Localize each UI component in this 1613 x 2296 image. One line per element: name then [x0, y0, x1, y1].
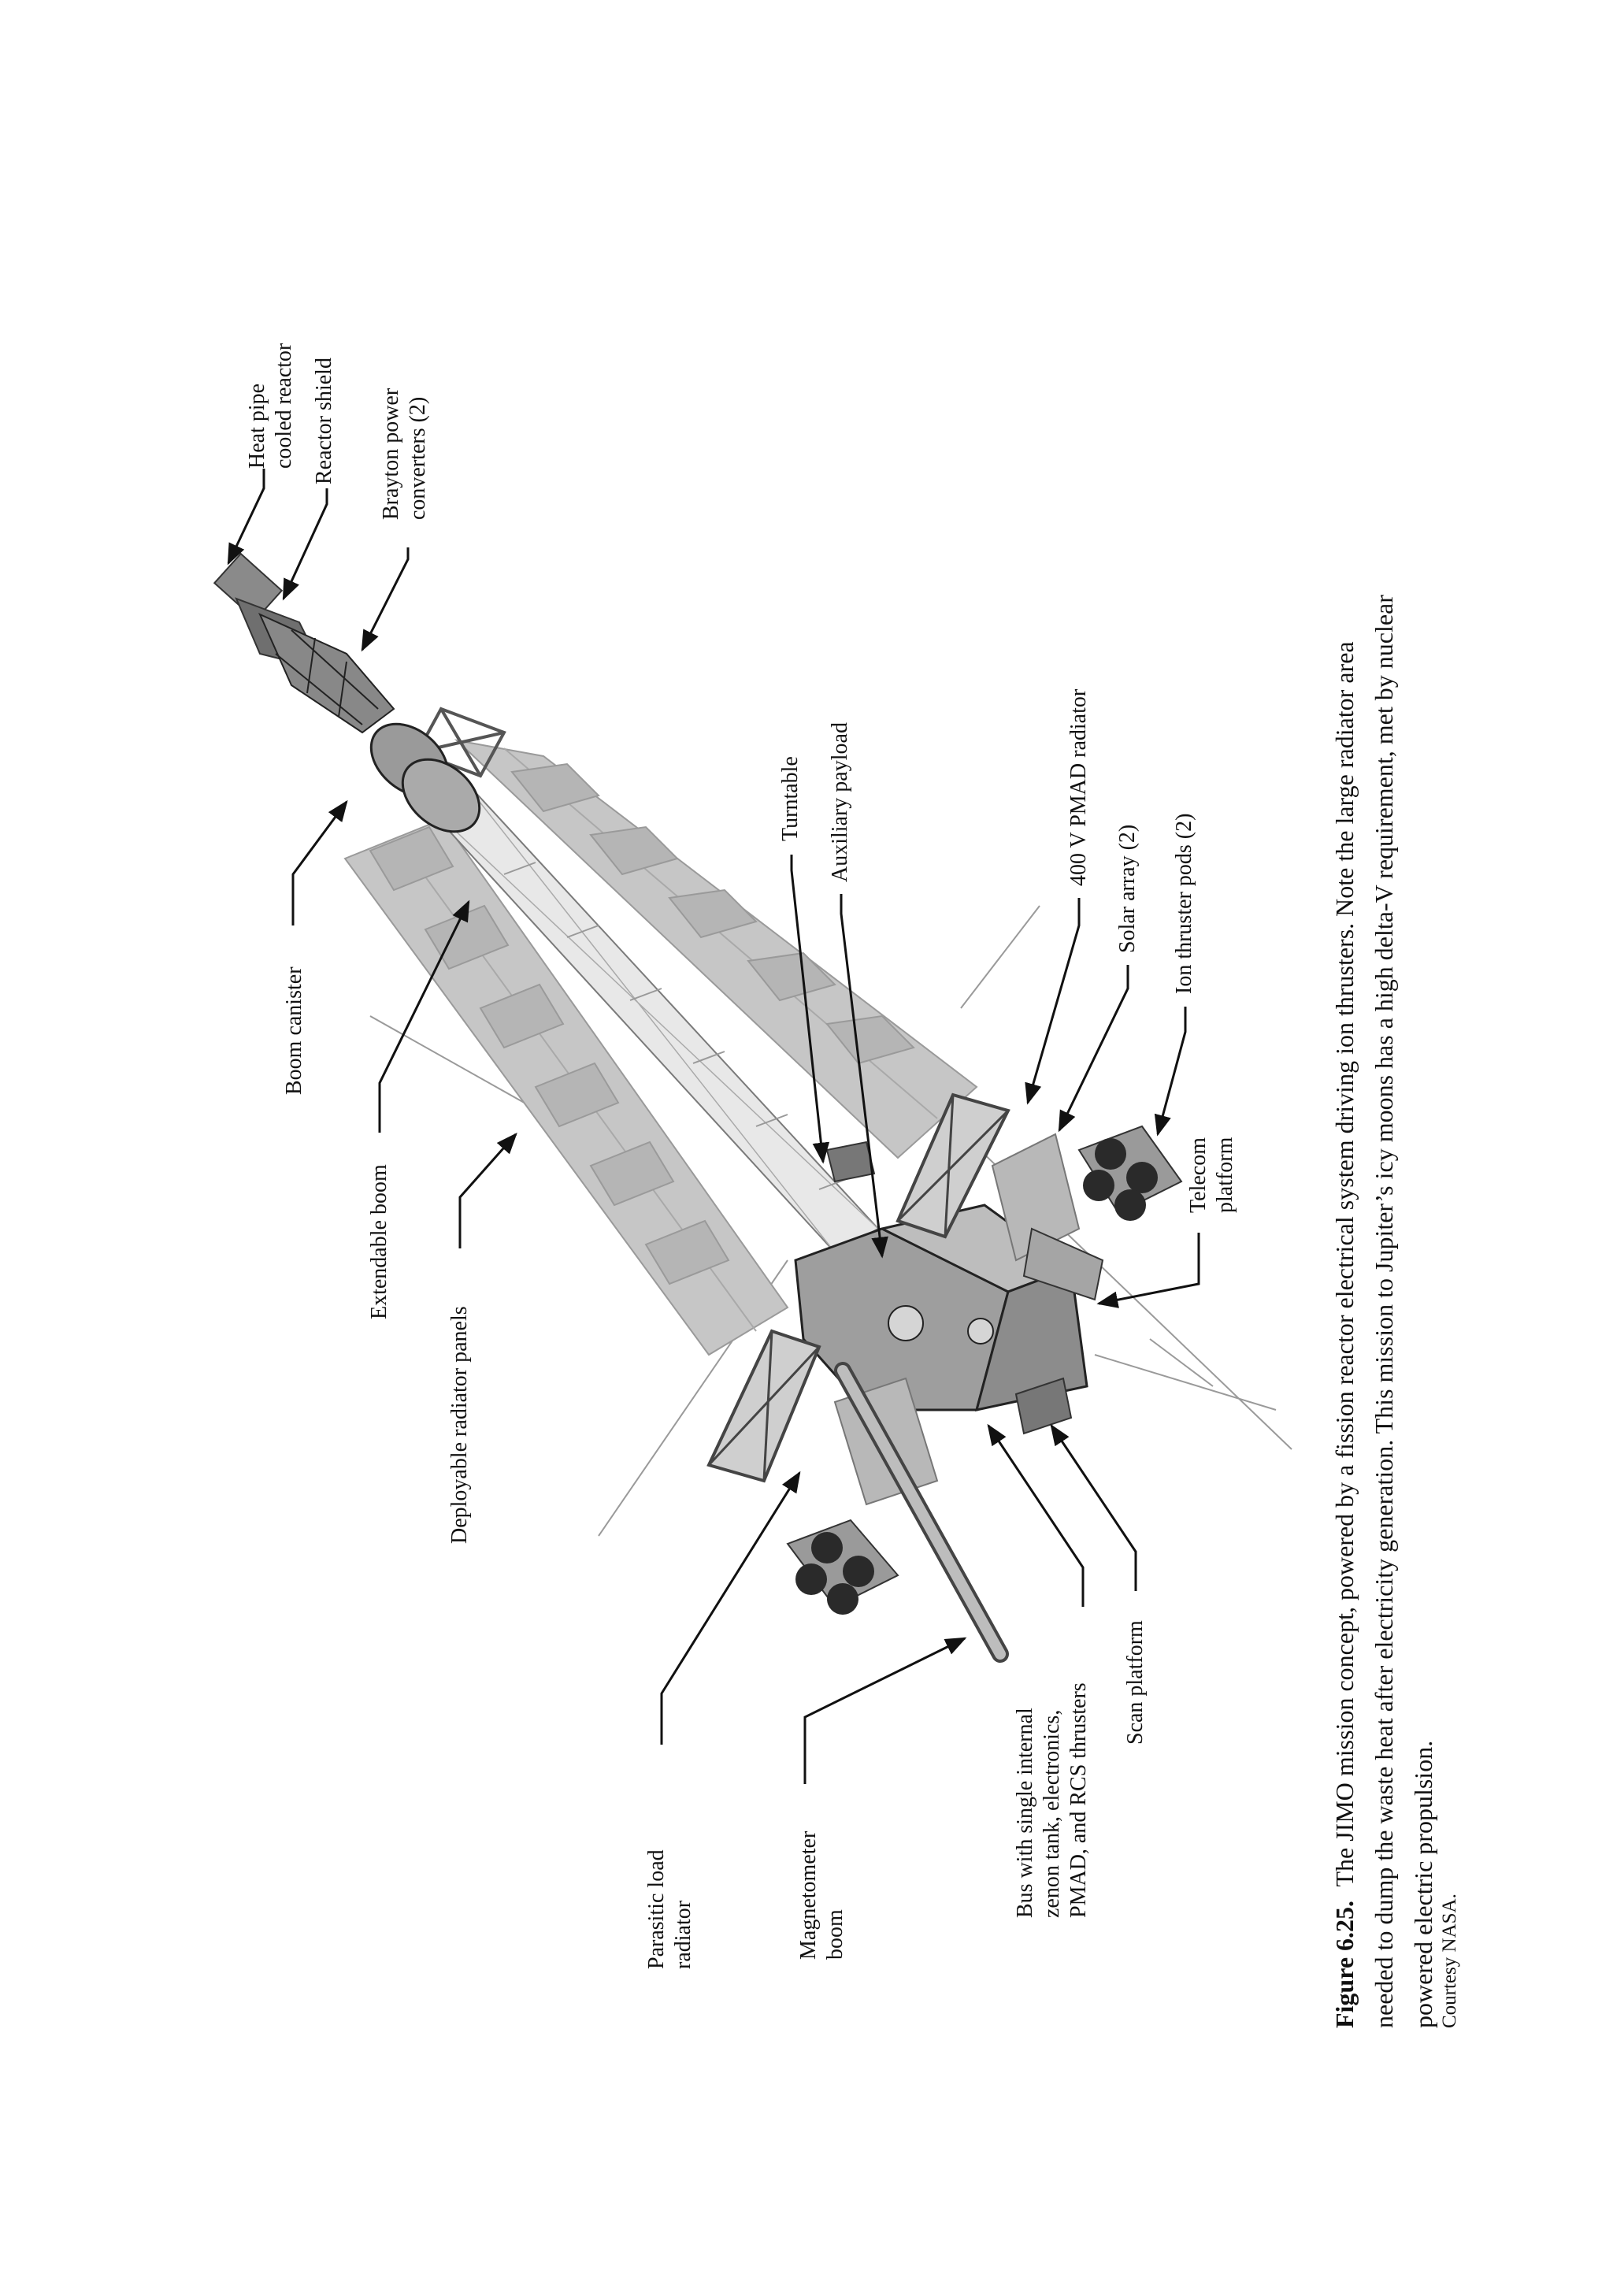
diagram-labels: Heat pipe cooled reactor Reactor shield …	[227, 343, 1237, 1969]
ion-thruster-pod-lower	[786, 1519, 899, 1615]
telecom-text: Telecom platform	[1186, 1132, 1237, 1213]
bus-text: Bus with single internal zenon tank, ele…	[1013, 1682, 1091, 1918]
label-ion-pods: Ion thruster pods (2)	[1154, 814, 1196, 1137]
reactor-shield-text: Reactor shield	[312, 358, 336, 484]
label-magnetometer: Magnetometer boom	[796, 1637, 967, 1960]
boom-canister-text: Boom canister	[282, 966, 306, 1095]
ion-thruster-pod-upper	[1077, 1125, 1183, 1221]
caption-line-1: Figure 6.25. The JIMO mission concept, p…	[1330, 641, 1359, 2028]
deployable-panels-text: Deployable radiator panels	[447, 1306, 472, 1544]
parasitic-text: Parasitic load radiator	[644, 1844, 695, 1969]
spacecraft-illustration	[213, 552, 1292, 1663]
solar-array-text: Solar array (2)	[1115, 825, 1140, 953]
figure-label: Figure 6.25.	[1330, 1901, 1359, 2028]
label-turntable: Turntable	[778, 756, 830, 1164]
label-extendable-boom: Extendable boom	[367, 899, 470, 1319]
figure-caption: Figure 6.25. The JIMO mission concept, p…	[1330, 595, 1460, 2028]
label-heat-pipe: Heat pipe cooled reactor	[227, 343, 296, 566]
label-brayton: Brayton power converters (2)	[361, 383, 430, 652]
pmad-radiator-text: 400 V PMAD radiator	[1066, 688, 1091, 886]
label-telecom: Telecom platform	[1096, 1132, 1237, 1308]
turntable-text: Turntable	[778, 756, 803, 841]
brayton-text: Brayton power converters (2)	[379, 383, 430, 520]
ion-pods-text: Ion thruster pods (2)	[1172, 814, 1196, 994]
label-aux-payload: Auxiliary payload	[828, 722, 888, 1259]
caption-credit: Courtesy NASA.	[1439, 1894, 1460, 2028]
scan-platform-text: Scan platform	[1123, 1620, 1148, 1745]
label-bus: Bus with single internal zenon tank, ele…	[987, 1423, 1091, 1918]
label-reactor-shield: Reactor shield	[282, 358, 336, 601]
radiator-panels-right	[454, 739, 978, 1159]
caption-text-1: The JIMO mission concept, powered by a f…	[1330, 641, 1359, 1886]
heat-pipe-text: Heat pipe cooled reactor	[245, 343, 296, 469]
extendable-boom-text: Extendable boom	[367, 1164, 391, 1319]
label-parasitic: Parasitic load radiator	[644, 1471, 801, 1969]
label-pmad-radiator: 400 V PMAD radiator	[1025, 688, 1091, 1105]
label-solar-array: Solar array (2)	[1058, 825, 1140, 1133]
label-boom-canister: Boom canister	[282, 799, 348, 1095]
spacecraft-bus	[794, 1204, 1088, 1411]
magnetometer-text: Magnetometer boom	[796, 1826, 847, 1960]
label-deployable-panels: Deployable radiator panels	[447, 1132, 517, 1544]
magnetometer-boom-drawing	[834, 1362, 1009, 1663]
reactor-assembly	[213, 552, 481, 833]
label-scan-platform: Scan platform	[1050, 1423, 1148, 1745]
caption-line-3: powered electric propulsion.	[1409, 1741, 1437, 2028]
aux-payload-text: Auxiliary payload	[828, 722, 852, 882]
caption-line-2: needed to dump the waste heat after elec…	[1370, 595, 1398, 2028]
